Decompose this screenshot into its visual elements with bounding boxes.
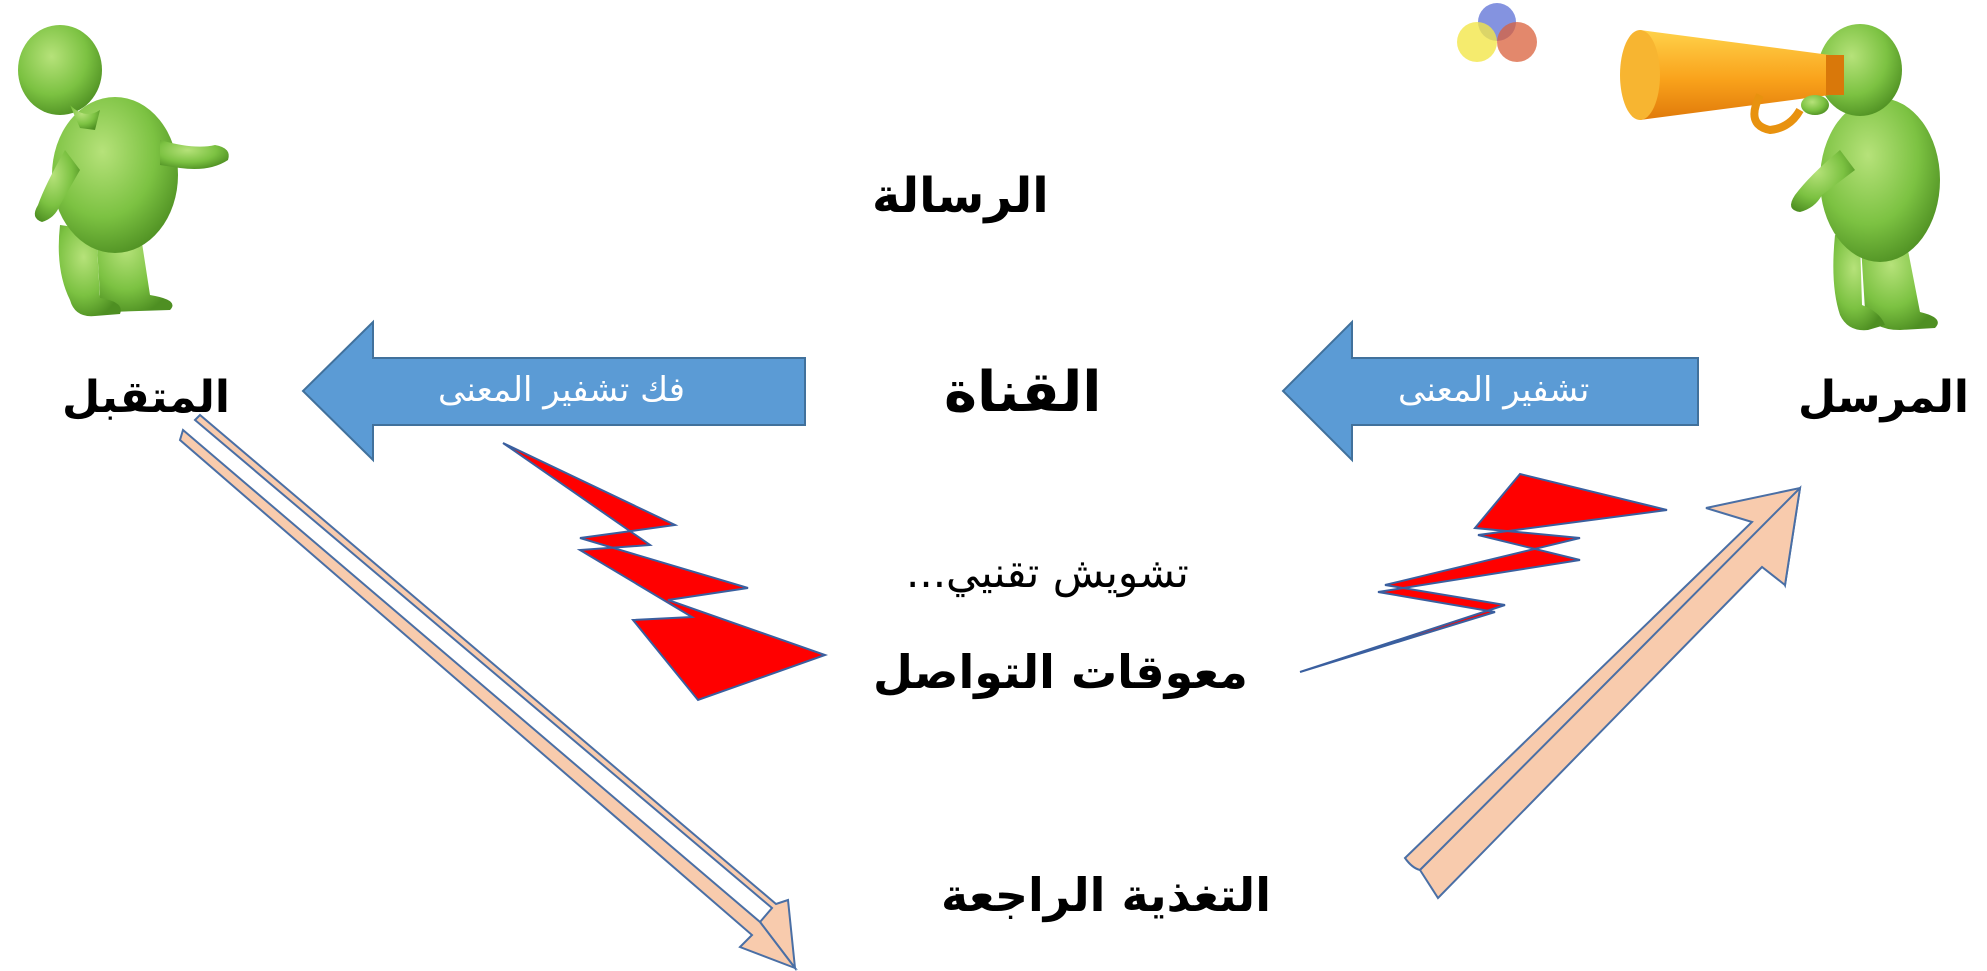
- technical-noise-label: تشويش تقنيي...: [906, 548, 1189, 597]
- feedback-label: التغذية الراجعة: [941, 868, 1271, 922]
- receiver-label: المتقبل: [62, 372, 230, 423]
- encoding-label: تشفير المعنى: [1398, 370, 1590, 410]
- encoding-arrow: [1281, 319, 1699, 463]
- feedback-arrow-down: [178, 413, 798, 971]
- sender-label: المرسل: [1798, 372, 1970, 423]
- decoding-arrow: [301, 319, 806, 463]
- person-with-megaphone-icon: [1620, 24, 1940, 331]
- person-listening-icon: [18, 25, 229, 317]
- overlapping-circles-logo-icon: [1457, 3, 1537, 62]
- feedback-arrow-up: [1403, 485, 1802, 900]
- decoding-label: فك تشفير المعنى: [438, 370, 685, 410]
- message-label: الرسالة: [872, 168, 1049, 224]
- channel-label: القناة: [944, 360, 1102, 425]
- lightning-bolt-right-icon: [1299, 472, 1668, 673]
- barriers-label: معوقات التواصل: [873, 645, 1248, 699]
- lightning-bolt-left-icon: [502, 442, 829, 702]
